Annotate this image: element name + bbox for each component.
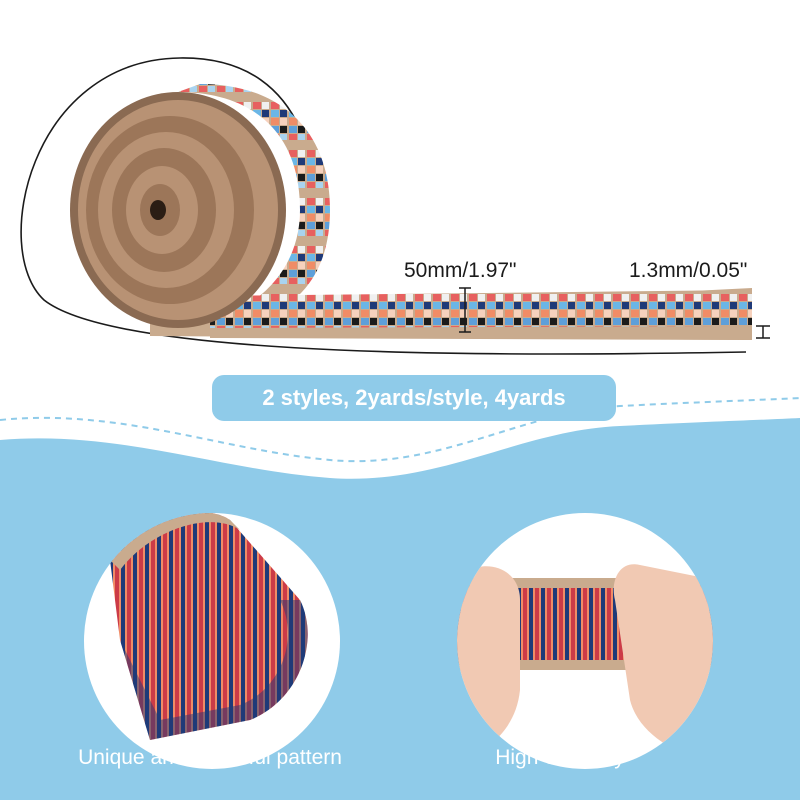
roll-direction-curve (20, 57, 747, 355)
info-banner: 2 styles, 2yards/style, 4yards (212, 375, 616, 421)
dashed-wave-line (0, 397, 800, 463)
feature-caption-elasticity: High elasticity (495, 746, 625, 769)
thickness-measurement: 1.3mm/0.05" (629, 259, 748, 282)
roll-core (150, 200, 166, 220)
feature-caption-pattern: Unique and beautiful pattern (78, 746, 342, 769)
width-measurement: 50mm/1.97" (404, 259, 517, 282)
right-hand (613, 564, 713, 760)
strap-pattern (210, 290, 752, 330)
